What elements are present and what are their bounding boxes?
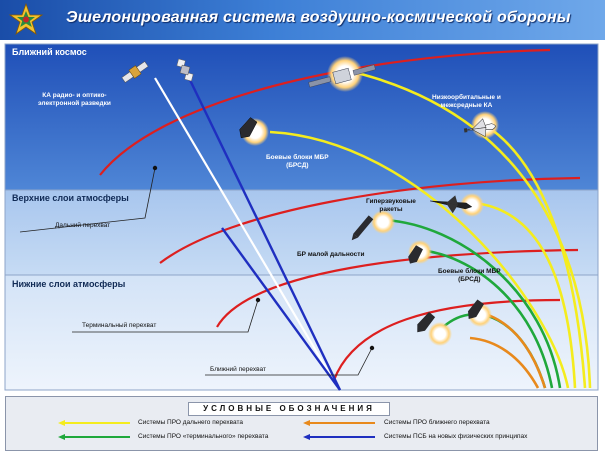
page-title: Эшелонированная система воздушно-космиче… — [66, 9, 571, 26]
zone-upper-atmosphere — [4, 189, 599, 276]
label-terminal-intercept: Терминальный перехват — [82, 322, 157, 329]
blast-short-range — [371, 210, 395, 234]
leader-dot-close — [369, 345, 375, 351]
header-bar: Эшелонированная система воздушно-космиче… — [0, 0, 605, 40]
yellow-trajectory-1 — [344, 68, 592, 389]
white-beam — [154, 77, 333, 379]
low-orbit-satellite-icon — [308, 64, 376, 88]
legend-title: УСЛОВНЫЕ ОБОЗНАЧЕНИЯ — [188, 402, 390, 416]
red-arc-upper — [159, 176, 581, 264]
zone-lower-atmosphere — [4, 274, 599, 391]
label-hypersonic: Гиперзвуковые ракеты — [366, 198, 416, 213]
icbm-warhead-low-icon — [408, 245, 423, 264]
yellow-trajectory-2 — [484, 123, 587, 389]
leader-dot-long-range — [152, 165, 158, 171]
legend-item-long-range: Системы ПРО дальнего перехвата — [138, 419, 244, 426]
icbm-warhead-space-icon — [239, 117, 258, 139]
green-trajectory-1 — [384, 218, 562, 389]
short-range-missile-icon — [351, 215, 374, 241]
label-icbm-warheads-low: Боевые блоки МБР (БРСД) — [438, 268, 501, 283]
label-icbm-warheads: Боевые блоки МБР (БРСД) — [266, 154, 329, 169]
label-recon-satellites: КА радио- и оптико- электронной разведки — [38, 92, 111, 107]
emblem-icon — [8, 3, 44, 36]
red-arc-lower — [216, 248, 579, 328]
orange-trajectory-2 — [469, 336, 540, 389]
label-long-range-intercept: Дальний перехват — [55, 222, 111, 229]
zone-label-near-space: Ближний космос — [12, 47, 87, 57]
blue-beam-2 — [221, 227, 341, 391]
yellow-trajectory-3 — [474, 201, 577, 389]
leader-long-range — [19, 167, 156, 233]
blast-low-1 — [428, 322, 452, 346]
label-close-intercept: Ближний перехват — [210, 366, 266, 373]
leader-dot-terminal — [255, 297, 261, 303]
zone-label-upper-atmosphere: Верхние слои атмосферы — [12, 193, 129, 203]
green-trajectory-2 — [419, 248, 554, 389]
shuttle-icon — [463, 118, 496, 138]
recon-satellite-1-icon — [121, 61, 149, 83]
red-arc-close — [332, 298, 561, 381]
blast-hypersonic — [460, 193, 484, 217]
legend-item-terminal: Системы ПРО «терминального» перехвата — [138, 433, 269, 440]
leader-terminal — [72, 299, 259, 333]
label-short-range-bm: БР малой дальности — [297, 251, 365, 258]
leader-close — [205, 347, 373, 376]
legend-item-close-range: Системы ПРО ближнего перехвата — [384, 419, 490, 426]
legend-item-new-principles: Системы ПСБ на новых физических принципа… — [384, 433, 528, 440]
recon-satellite-2-icon — [176, 58, 194, 82]
label-low-orbit: Низкоорбитальные и межсредные КА — [432, 94, 501, 109]
diagram-canvas — [4, 43, 599, 391]
zone-near-space — [4, 43, 599, 191]
zone-label-lower-atmosphere: Нижние слои атмосферы — [12, 279, 126, 289]
red-arc-space — [99, 48, 551, 176]
warhead-low-1-icon — [417, 312, 436, 333]
hypersonic-missile-icon — [430, 195, 473, 214]
blue-beam-1 — [188, 79, 342, 391]
warhead-low-2-icon — [468, 299, 485, 320]
yellow-trajectory-4 — [269, 130, 570, 389]
